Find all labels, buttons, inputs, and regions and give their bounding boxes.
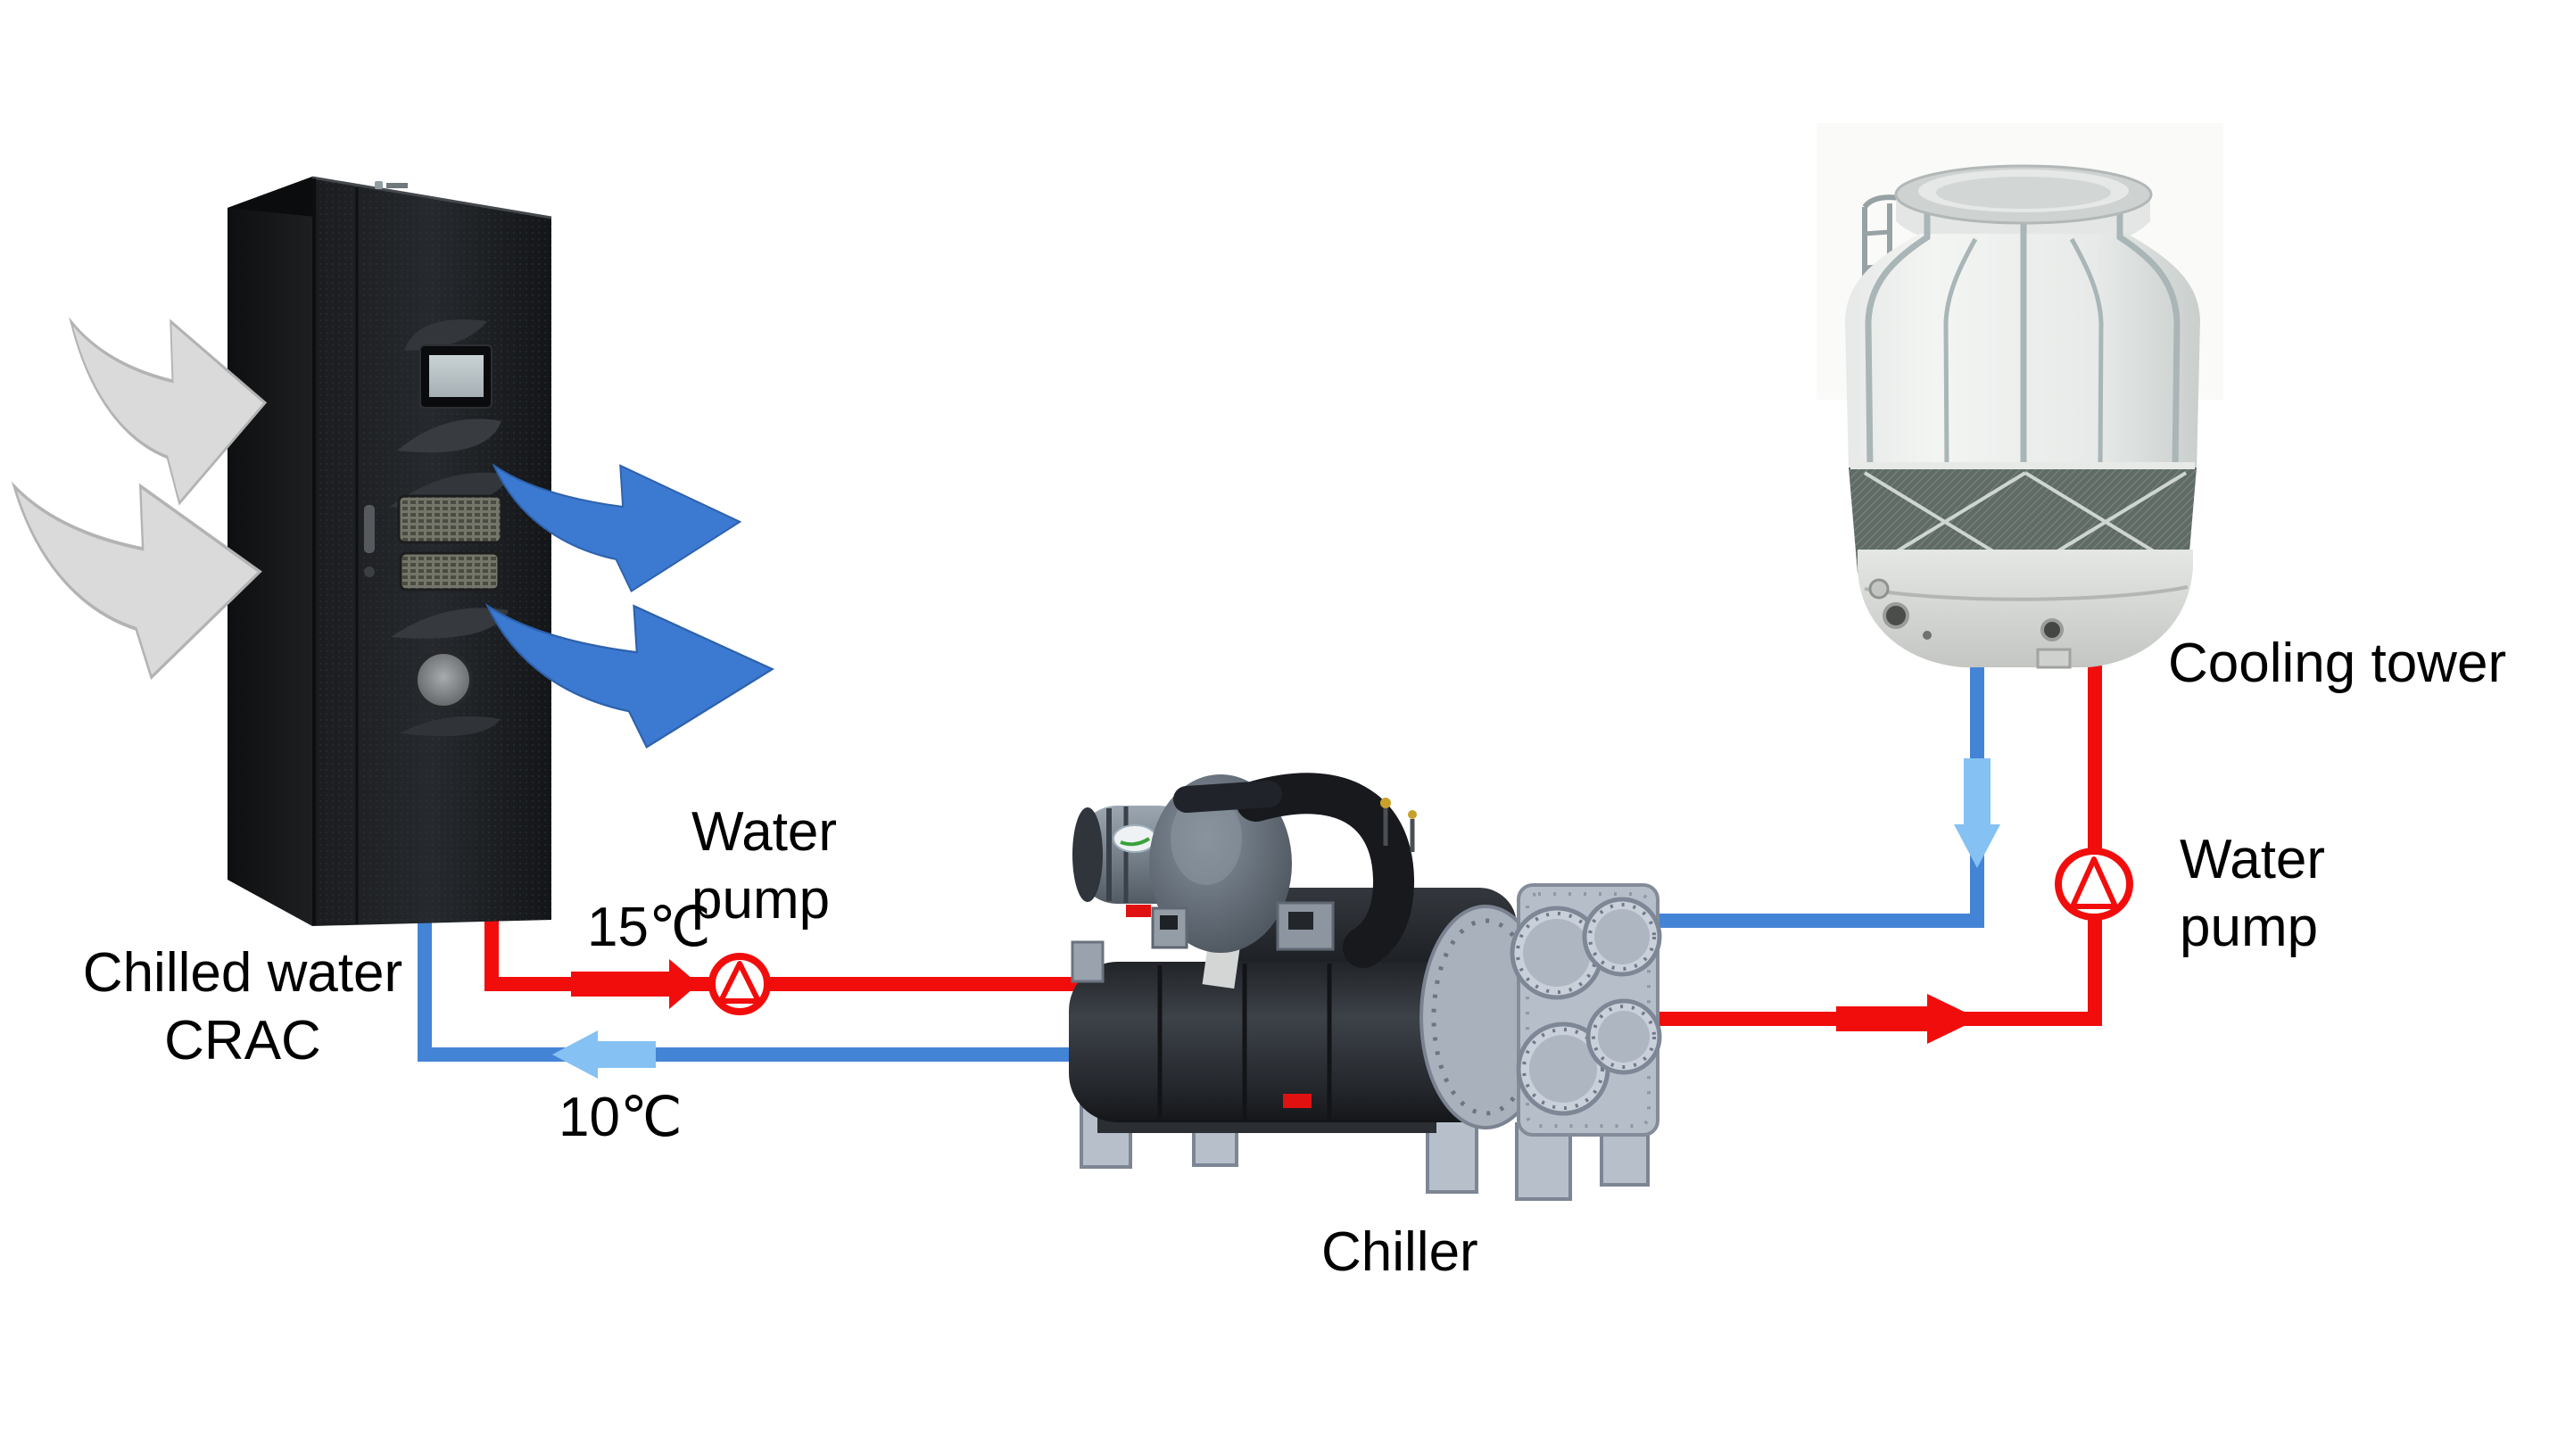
warm-air-in-arrows xyxy=(14,319,267,677)
cooling-tower-label: Cooling tower xyxy=(2168,633,2507,694)
cold-pipe-left xyxy=(418,892,1126,1062)
crac-display-screen xyxy=(419,344,492,409)
brand-logo-icon xyxy=(375,181,408,189)
water-pump-left-line1: Water xyxy=(691,801,838,863)
return-temp-label: 10℃ xyxy=(559,1087,683,1148)
hot-flow-arrowhead-left xyxy=(669,959,699,1009)
cooling-tower-unit xyxy=(1845,164,2200,669)
water-pump-right-label: Water pump xyxy=(2180,826,2325,962)
crac-cabinet xyxy=(228,176,552,926)
warm-air-in-arrow-bottom xyxy=(14,486,261,677)
condenser-water-loop-pipes xyxy=(1606,625,2102,1044)
water-pump-right-line1: Water xyxy=(2180,829,2326,890)
cold-flow-band-right xyxy=(1964,758,1991,826)
water-pump-left-line2: pump xyxy=(691,869,831,931)
water-pump-left-label: Water pump xyxy=(691,798,837,934)
cold-pipe-right xyxy=(1606,625,1984,928)
hot-flow-arrowhead-right xyxy=(1927,994,1979,1044)
chiller-unit xyxy=(1069,773,1662,1201)
chiller-label: Chiller xyxy=(1321,1221,1478,1283)
supply-temp-label: 15℃ xyxy=(587,897,711,958)
crac-fan-icon xyxy=(414,650,473,709)
cold-flow-arrowhead-left xyxy=(552,1030,598,1079)
cold-flow-arrowhead-right xyxy=(1954,824,2000,868)
crac-label-line1: Chilled water xyxy=(82,942,403,1004)
cold-flow-band-left xyxy=(597,1041,656,1068)
water-pump-symbol-right xyxy=(2055,848,2133,921)
chiller-flange-ports xyxy=(1510,897,1662,1116)
door-handle xyxy=(364,505,375,553)
vent-grille-lower xyxy=(399,551,501,592)
crac-label-line2: CRAC xyxy=(164,1010,321,1071)
chilled-water-loop-pipes xyxy=(418,892,1126,1079)
hot-pipe-right xyxy=(1606,625,2102,1026)
water-pump-symbol-left xyxy=(708,953,771,1015)
vent-grille-upper xyxy=(397,494,503,544)
hot-flow-band-left xyxy=(571,972,670,997)
hot-pipe-left xyxy=(484,892,1126,991)
water-pump-right-line2: pump xyxy=(2180,897,2319,958)
crac-label: Chilled water CRAC xyxy=(33,939,452,1075)
hot-flow-band-right xyxy=(1836,1006,1929,1031)
